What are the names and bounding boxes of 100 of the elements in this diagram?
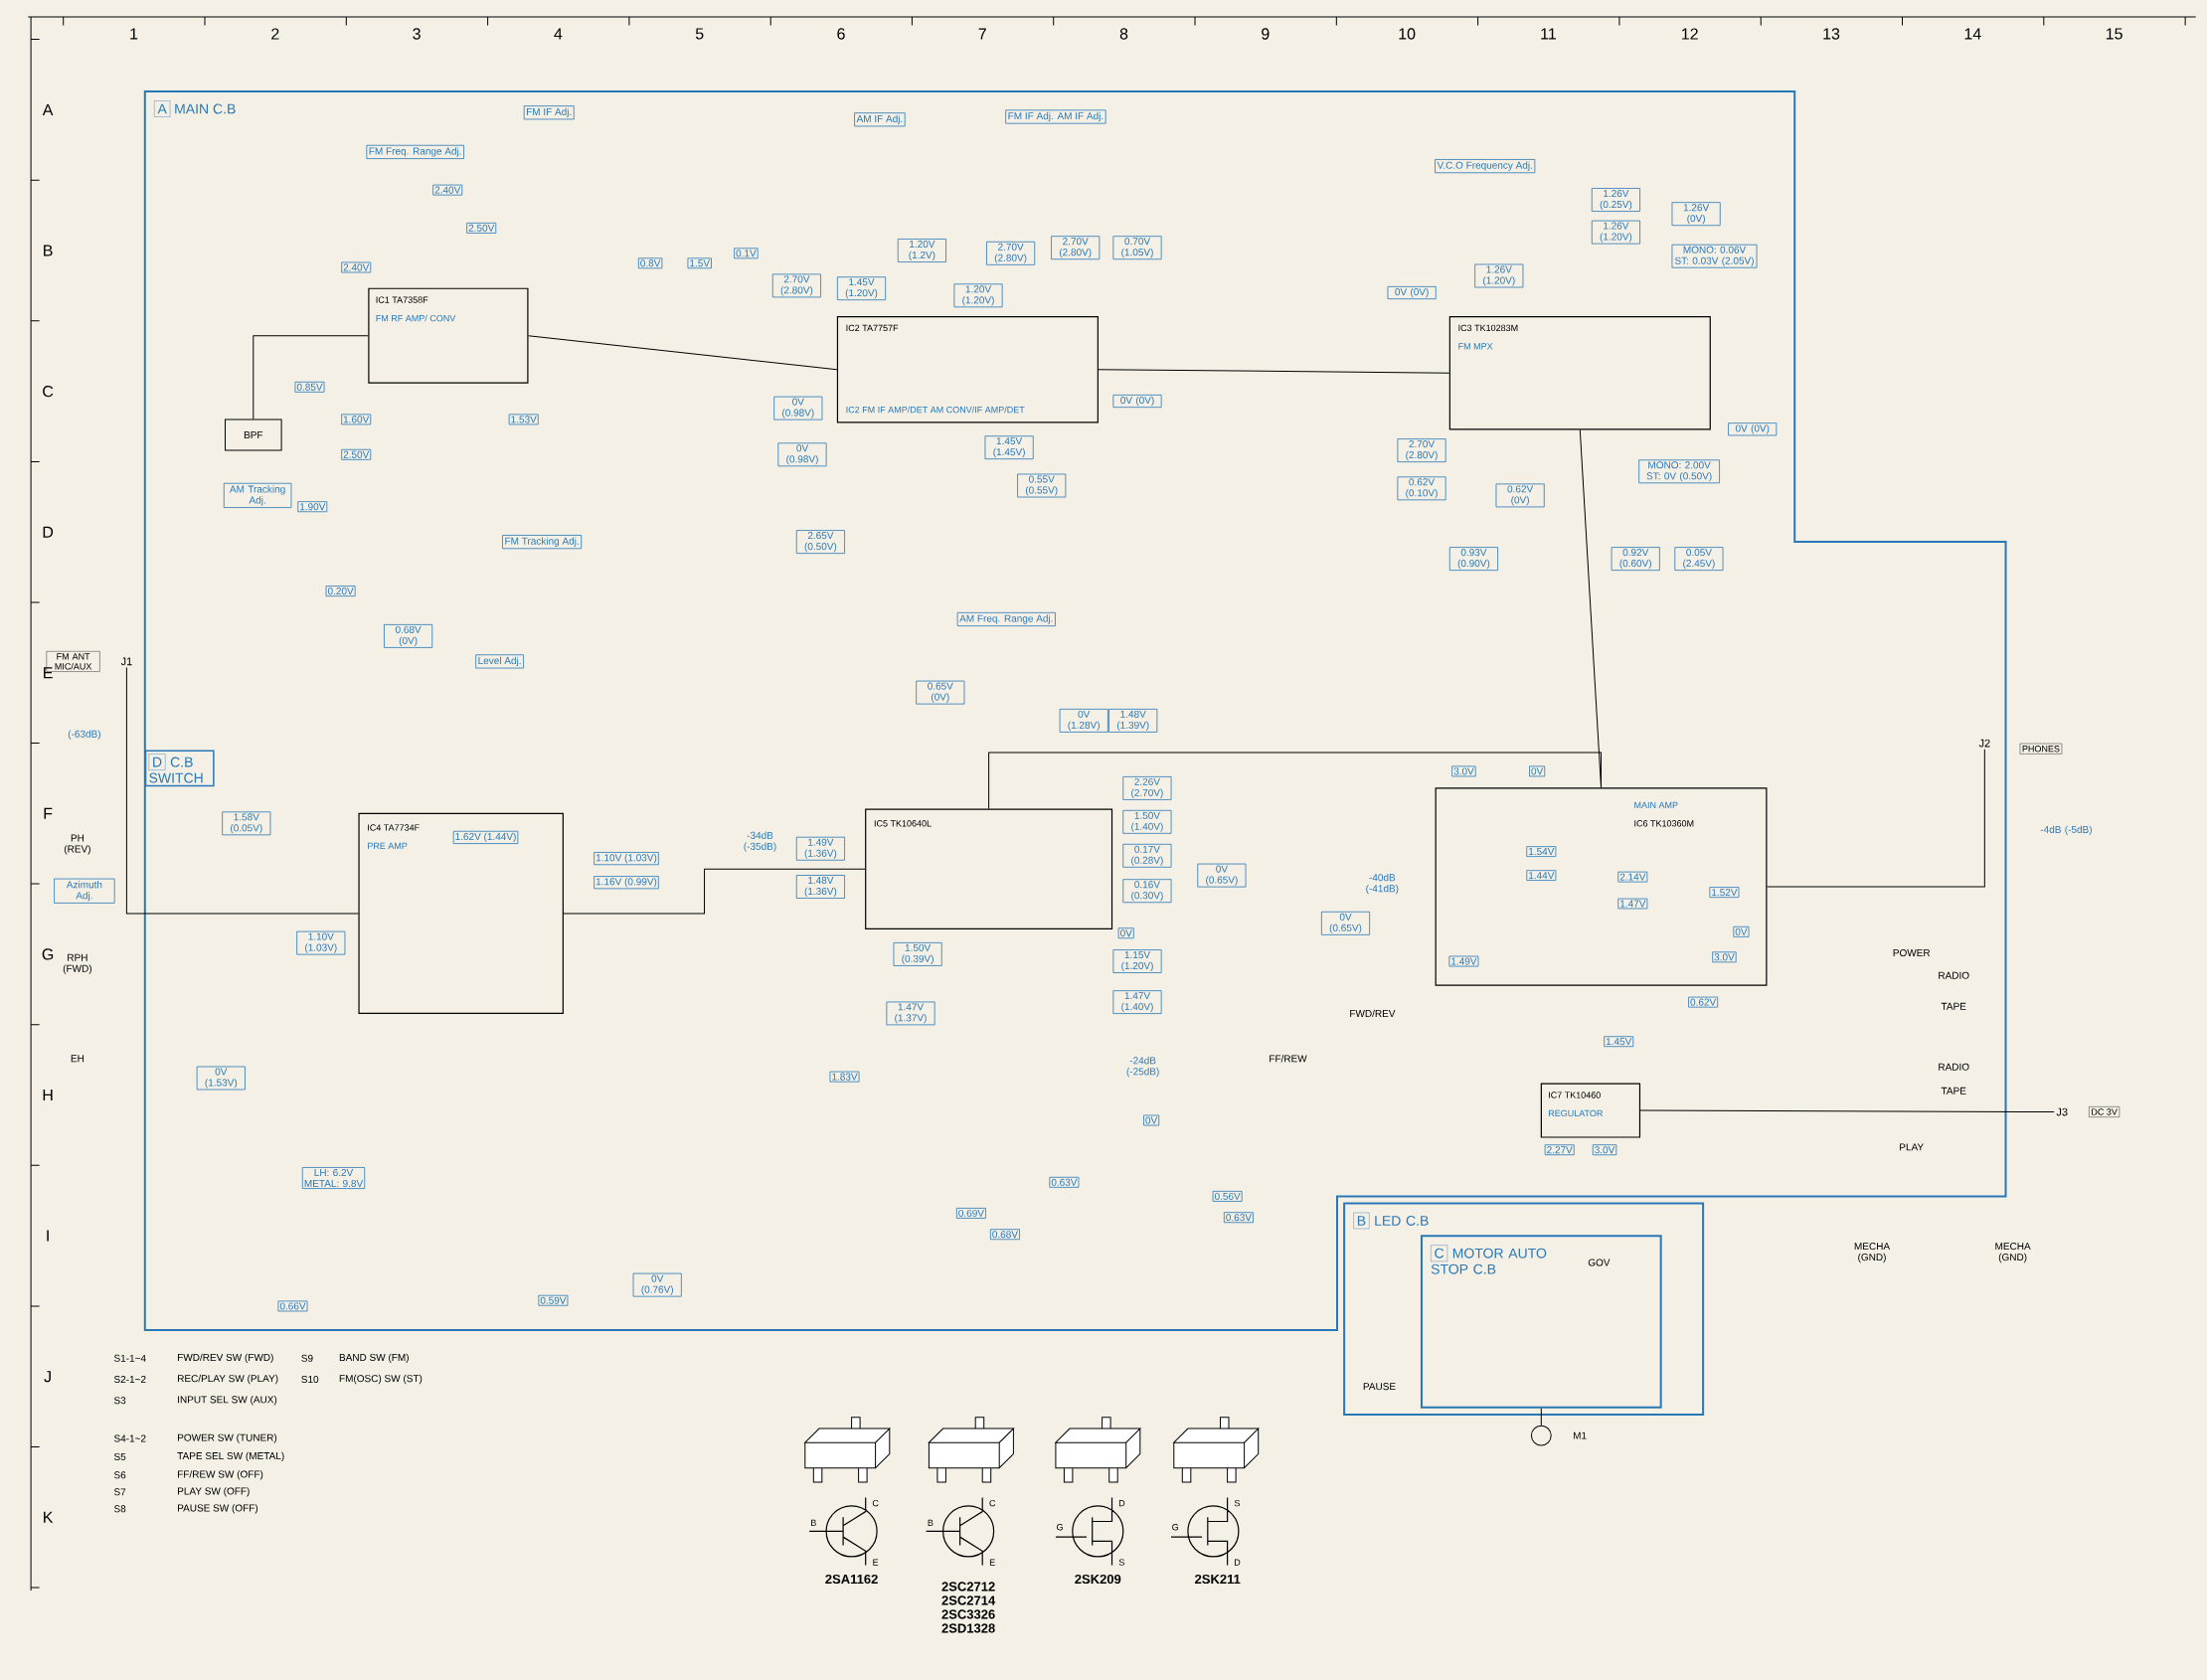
ic-label: IC4 TA7734F: [368, 824, 420, 831]
wire: [528, 335, 838, 371]
voltage-label: 0.85V: [294, 381, 325, 393]
grid-label: G: [42, 948, 54, 960]
part-number: 2SC2712 2SC2714 2SC3326 2SD1328: [941, 1582, 996, 1633]
voltage-label: 0.62V (0V): [1495, 483, 1545, 508]
ic-function-label: FM MPX: [1458, 343, 1493, 350]
ic-function-label: PRE AMP: [368, 842, 408, 849]
switch-list-text: S4-1~2: [113, 1434, 146, 1442]
ic-label: IC1 TA7358F: [376, 296, 428, 303]
adjustment-label: FM IF Adj. AM IF Adj.: [1005, 109, 1106, 124]
grid-label: 3: [413, 28, 421, 40]
voltage-label: 2.40V: [341, 261, 372, 273]
switch-list-text: S8: [113, 1505, 126, 1513]
voltage-label: 0V (0V): [1112, 394, 1162, 409]
voltage-label: 2.70V (2.80V): [986, 241, 1036, 265]
voltage-label: 1.47V (1.37V): [886, 1001, 935, 1026]
voltage-label: 1.45V: [1604, 1036, 1634, 1048]
signal-label: GOV: [1588, 1259, 1611, 1266]
signal-label: PAUSE: [1363, 1383, 1396, 1391]
adjustment-label: FM IF Adj.: [523, 105, 575, 120]
voltage-label: 0.62V: [1688, 996, 1719, 1008]
pin-letter: G: [1057, 1524, 1063, 1531]
switch-list-text: S9: [301, 1354, 313, 1362]
voltage-label: 0V (1.53V): [196, 1066, 246, 1091]
switch-list-text: S7: [113, 1488, 126, 1496]
wire: [253, 335, 369, 420]
ic-label: IC5 TK10640L: [874, 820, 932, 827]
ic-label: IC2 TA7757F: [846, 324, 899, 332]
voltage-label: 2.27V: [1544, 1144, 1575, 1156]
voltage-label: 2.40V: [432, 184, 463, 196]
ic-function-label: REGULATOR: [1548, 1109, 1603, 1117]
adjustment-label: Azimuth Adj.: [54, 878, 115, 904]
wire: [1540, 1408, 1542, 1427]
voltage-label: 0.63V: [1049, 1176, 1080, 1188]
voltage-label: 0V (0V): [1387, 285, 1437, 300]
grid-label: K: [44, 1511, 54, 1523]
voltage-label: 0.65V (0V): [916, 680, 965, 705]
voltage-label: 0.70V (1.05V): [1112, 236, 1162, 260]
level-label: -4dB (-5dB): [2040, 825, 2092, 835]
voltage-label: 1.15V (1.20V): [1112, 949, 1162, 973]
grid-label: C: [43, 385, 54, 398]
pin-letter: G: [1172, 1524, 1179, 1531]
voltage-label: 0.56V: [1212, 1191, 1243, 1202]
voltage-label: 1.52V: [1709, 887, 1740, 899]
grid-label: 11: [1541, 28, 1556, 40]
switch-list-text: BAND SW (FM): [339, 1353, 409, 1363]
signal-label: MECHA (GND): [1995, 1243, 2031, 1263]
voltage-label: 2.50V: [341, 448, 372, 460]
ic-function-label: MAIN AMP: [1634, 801, 1678, 808]
voltage-label: 0V: [1529, 765, 1546, 777]
voltage-label: 0V (0.65V): [1197, 863, 1247, 888]
switch-list-text: FM(OSC) SW (ST): [339, 1374, 423, 1385]
signal-label: PLAY: [1900, 1143, 1924, 1151]
voltage-label: 1.20V (1.2V): [897, 239, 946, 262]
grid-label: D: [43, 526, 54, 538]
grid-label: 13: [1823, 28, 1840, 40]
voltage-label: 0V (0.65V): [1320, 911, 1371, 935]
signal-label: FWD/REV: [1350, 1009, 1396, 1018]
level-label: -40dB (-41dB): [1366, 873, 1399, 895]
switch-list-text: TAPE SEL SW (METAL): [177, 1451, 284, 1462]
voltage-label: 1.90V: [297, 501, 328, 513]
switch-list-text: S5: [113, 1452, 126, 1460]
wire: [1766, 749, 1985, 888]
grid-label: 14: [1964, 28, 1981, 40]
voltage-label: 2.26V (2.70V): [1122, 776, 1172, 800]
grid-label: B: [44, 245, 53, 256]
ic-function-label: FM RF AMP/ CONV: [376, 314, 456, 322]
pin-letter: B: [928, 1519, 934, 1526]
jack-label: J3: [2056, 1107, 2068, 1116]
voltage-label: 0.55V (0.55V): [1017, 473, 1067, 498]
pin-letter: D: [1235, 1559, 1241, 1566]
voltage-label: 0.93V (0.90V): [1448, 547, 1498, 572]
voltage-label: 2.50V: [466, 222, 497, 234]
grid-label: 7: [978, 28, 986, 40]
voltage-label: 0.62V (0.10V): [1397, 476, 1446, 501]
voltage-label: 1.5V: [687, 257, 712, 269]
adjustment-label: AM Tracking Adj.: [223, 482, 292, 508]
pin-letter: E: [873, 1559, 879, 1566]
voltage-label: 0.59V: [538, 1294, 569, 1306]
switch-list-text: S2-1~2: [113, 1376, 146, 1384]
grid-label: 10: [1399, 28, 1416, 40]
pin-letter: S: [1234, 1499, 1241, 1507]
voltage-label: 0V (1.28V): [1059, 709, 1108, 733]
voltage-label: 1.58V (0.05V): [222, 811, 271, 836]
voltage-label: 1.10V (1.03V): [296, 930, 346, 955]
ic-label: IC3 TK10283M: [1458, 324, 1518, 332]
switch-list-text: FWD/REV SW (FWD): [178, 1353, 273, 1363]
grid-label: 4: [554, 28, 563, 40]
jack-caption: PHONES: [2019, 743, 2063, 755]
voltage-label: 1.47V (1.40V): [1112, 990, 1162, 1014]
voltage-label: 0V: [1117, 927, 1134, 939]
motor-label: M1: [1573, 1431, 1587, 1439]
grid-label: F: [44, 807, 53, 819]
jack-caption: DC 3V: [2089, 1106, 2121, 1117]
switch-list-text: FF/REW SW (OFF): [178, 1470, 263, 1480]
voltage-label: 2.70V (2.80V): [1397, 438, 1446, 463]
ic-label: IC6 TK10360M: [1634, 820, 1694, 827]
voltage-label: 1.53V: [508, 414, 539, 425]
voltage-label: 0V (0V): [1728, 422, 1778, 436]
